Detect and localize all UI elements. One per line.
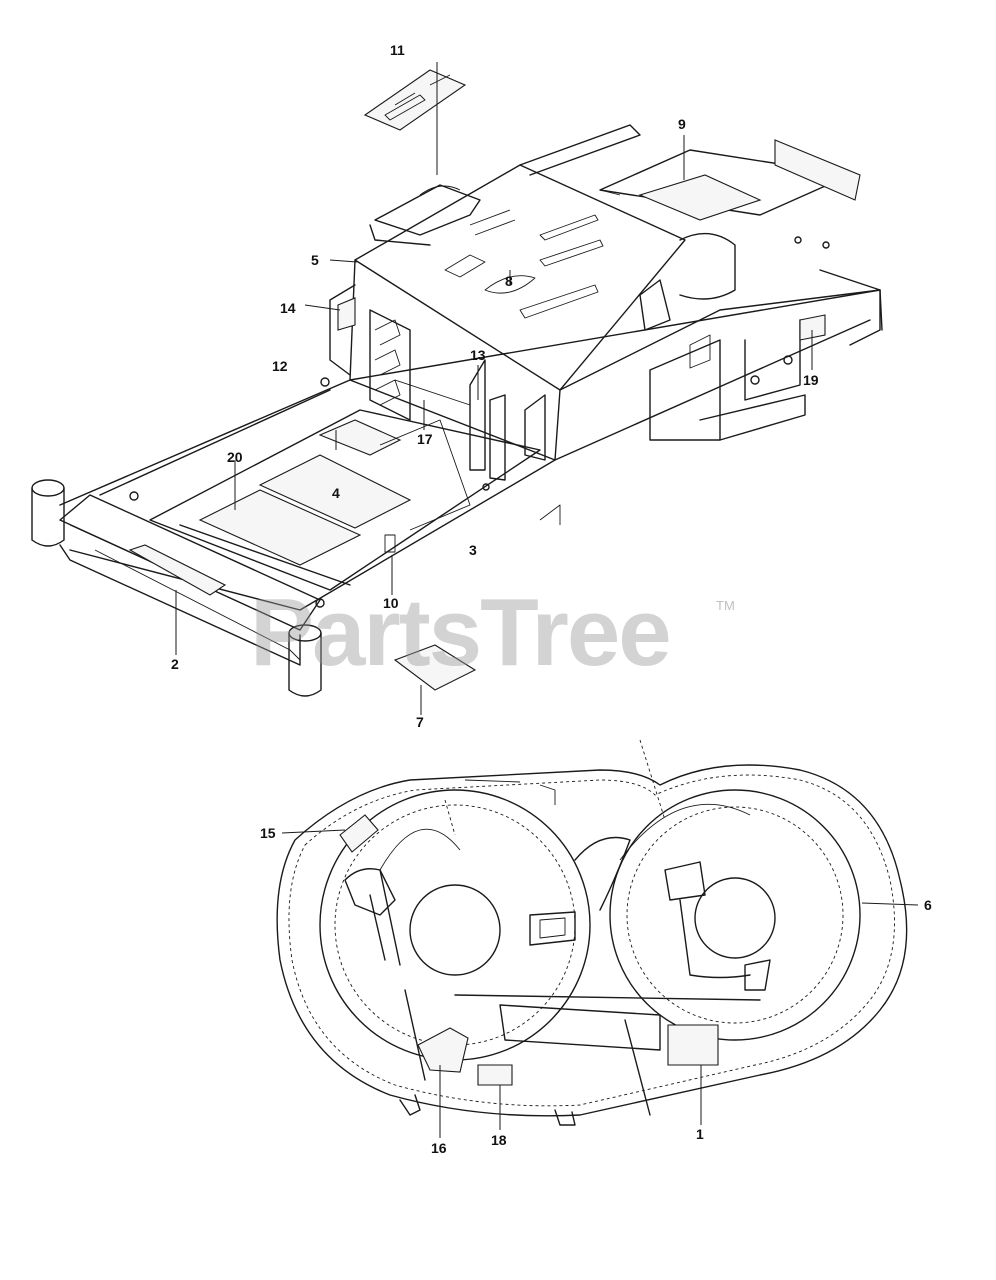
callout-8: 8 bbox=[505, 273, 513, 289]
chassis-frame bbox=[31, 236, 883, 697]
callout-6: 6 bbox=[924, 897, 932, 913]
decals bbox=[128, 69, 861, 691]
callout-13: 13 bbox=[470, 347, 486, 363]
callout-18: 18 bbox=[491, 1132, 507, 1148]
callout-15: 15 bbox=[260, 825, 276, 841]
mower-deck bbox=[276, 739, 908, 1126]
callout-12: 12 bbox=[272, 358, 288, 374]
callout-1: 1 bbox=[696, 1126, 704, 1142]
callout-9: 9 bbox=[678, 116, 686, 132]
callout-2: 2 bbox=[171, 656, 179, 672]
callout-5: 5 bbox=[311, 252, 319, 268]
callout-4: 4 bbox=[332, 485, 340, 501]
callout-20: 20 bbox=[227, 449, 243, 465]
partstree-watermark: PartsTree bbox=[250, 579, 672, 686]
callout-19: 19 bbox=[803, 372, 819, 388]
leader-lines-lower bbox=[281, 829, 919, 1138]
callout-10: 10 bbox=[383, 595, 399, 611]
leader-lines-upper bbox=[175, 62, 813, 715]
callout-3: 3 bbox=[469, 542, 477, 558]
fender-body bbox=[329, 124, 881, 481]
trademark-symbol: TM bbox=[716, 598, 735, 613]
callout-16: 16 bbox=[431, 1140, 447, 1156]
callout-17: 17 bbox=[417, 431, 433, 447]
callout-14: 14 bbox=[280, 300, 296, 316]
callout-7: 7 bbox=[416, 714, 424, 730]
callout-11: 11 bbox=[390, 42, 405, 58]
